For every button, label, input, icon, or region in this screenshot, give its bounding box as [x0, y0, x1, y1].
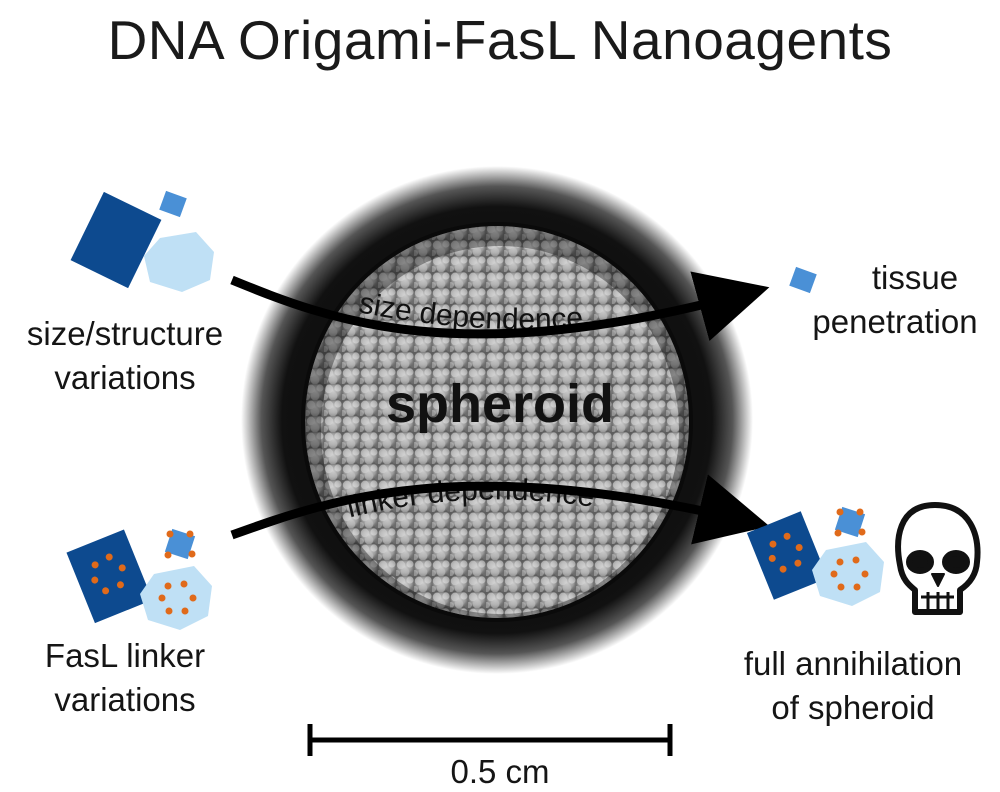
octagon-origami-icon — [140, 566, 212, 630]
rectangle-origami-icon — [70, 191, 162, 289]
skull-icon — [895, 502, 981, 615]
rectangle-origami-icon — [746, 511, 828, 600]
small-square-origami-icon — [834, 506, 866, 538]
fasl-linker-label: FasL linker variations — [44, 637, 206, 718]
annihilation-icons — [746, 506, 884, 606]
spheroid-label: spheroid — [386, 374, 614, 434]
rectangle-origami-icon — [66, 529, 153, 624]
size-arrow — [230, 271, 770, 341]
scale-bar — [307, 724, 673, 756]
size-structure-icons — [70, 190, 214, 292]
full-annihilation-label: full annihilation of spheroid — [743, 645, 963, 726]
page-title: DNA Origami-FasL Nanoagents — [107, 9, 893, 71]
octagon-origami-icon — [812, 542, 884, 606]
linker-arrow — [230, 474, 770, 545]
octagon-origami-icon — [144, 232, 214, 292]
spheroid-cells — [305, 226, 689, 618]
size-structure-label: size/structure variations — [26, 315, 224, 396]
small-square-origami-icon — [159, 190, 187, 218]
small-square-origami-icon — [789, 266, 817, 294]
fasl-linker-icons — [66, 528, 212, 630]
scale-bar-label: 0.5 cm — [450, 753, 550, 790]
small-square-origami-icon — [164, 528, 196, 560]
tissue-penetration-label: tissue penetration — [812, 259, 978, 340]
